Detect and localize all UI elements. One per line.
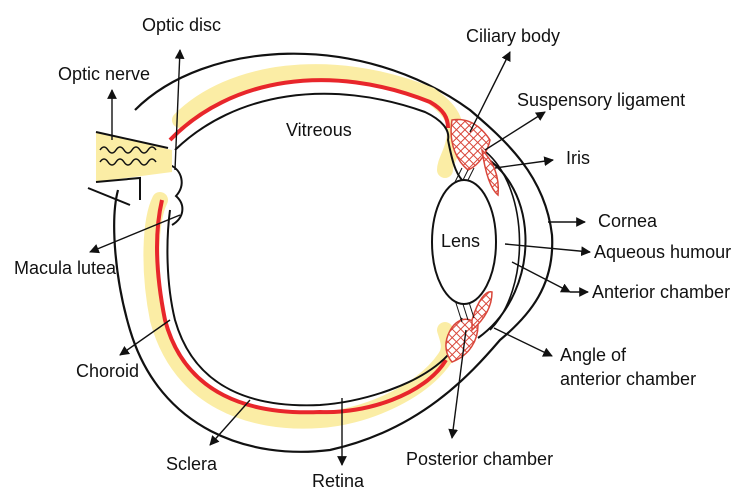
label-macula-lutea: Macula lutea	[14, 258, 117, 278]
label-sclera: Sclera	[166, 454, 218, 474]
label-suspensory-ligament: Suspensory ligament	[517, 90, 685, 110]
label-iris: Iris	[566, 148, 590, 168]
label-aqueous-humour: Aqueous humour	[594, 242, 731, 262]
label-ciliary-body: Ciliary body	[466, 26, 560, 46]
label-anterior-chamber: Anterior chamber	[592, 282, 730, 302]
label-cornea: Cornea	[598, 211, 658, 231]
label-angle-line2: anterior chamber	[560, 369, 696, 389]
inner-outline	[167, 94, 462, 406]
label-vitreous: Vitreous	[286, 120, 352, 140]
label-optic-nerve: Optic nerve	[58, 64, 150, 84]
label-angle-line1: Angle of	[560, 345, 627, 365]
label-optic-disc: Optic disc	[142, 15, 221, 35]
label-posterior-chamber: Posterior chamber	[406, 449, 553, 469]
label-choroid: Choroid	[76, 361, 139, 381]
label-lens: Lens	[441, 231, 480, 251]
label-retina: Retina	[312, 471, 365, 491]
